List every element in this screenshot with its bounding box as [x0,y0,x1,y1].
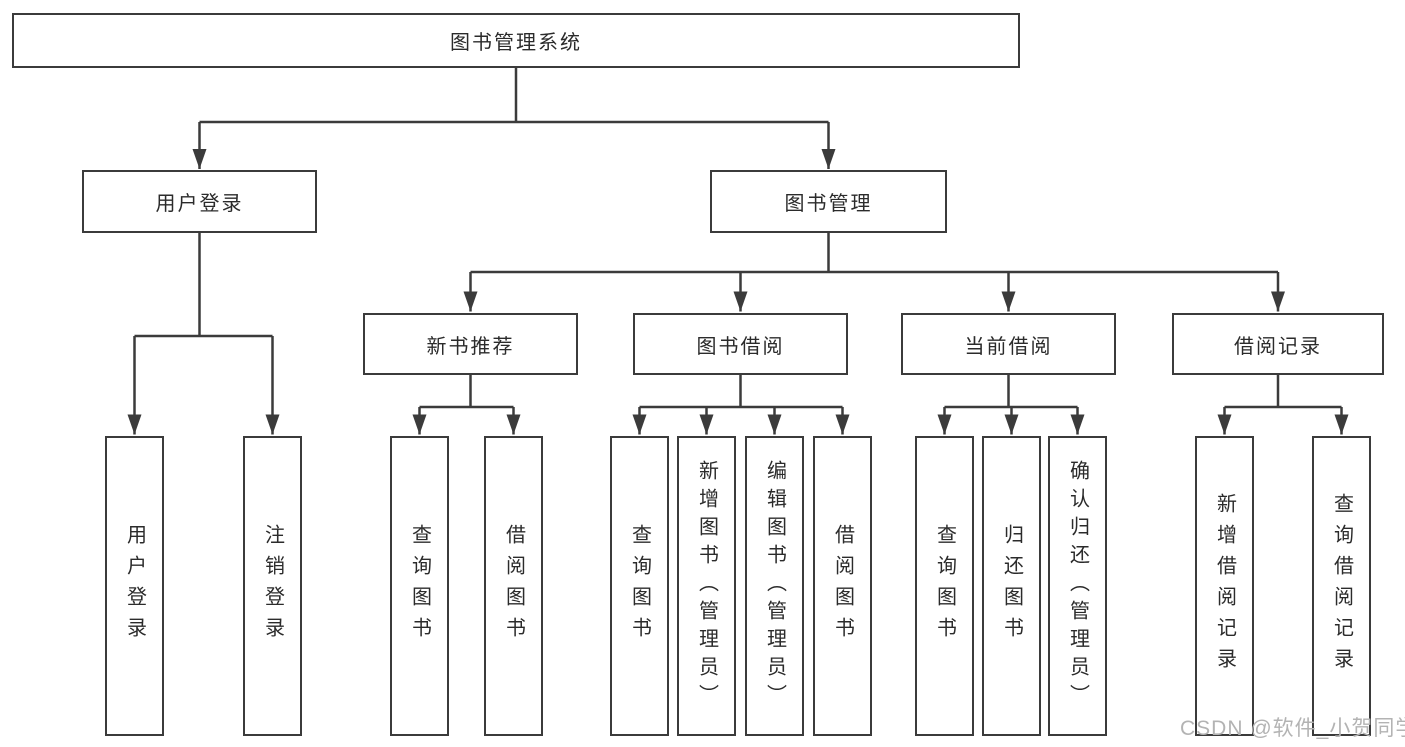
node-book-management: 图书管理 [710,170,947,233]
leaf-cb-confirm-return-admin: 确认归还（管理员） [1048,436,1107,736]
leaf-user-login: 用户登录 [105,436,164,736]
leaf-bb-borrow-books: 借阅图书 [813,436,872,736]
node-book-borrow: 图书借阅 [633,313,848,375]
leaf-bb-edit-books-admin: 编辑图书（管理员） [745,436,804,736]
leaf-br-add-record: 新增借阅记录 [1195,436,1254,736]
node-user-login: 用户登录 [82,170,317,233]
leaf-bb-add-books-admin: 新增图书（管理员） [677,436,736,736]
csdn-watermark: CSDN @软件_小贺同学 [1180,717,1405,740]
node-new-book-recommend: 新书推荐 [363,313,578,375]
leaf-logout: 注销登录 [243,436,302,736]
node-root: 图书管理系统 [12,13,1020,68]
leaf-nb-query-books: 查询图书 [390,436,449,736]
leaf-nb-borrow-books: 借阅图书 [484,436,543,736]
leaf-cb-return-books: 归还图书 [982,436,1041,736]
leaf-cb-query-books: 查询图书 [915,436,974,736]
node-borrow-records: 借阅记录 [1172,313,1384,375]
node-current-borrow: 当前借阅 [901,313,1116,375]
leaf-bb-query-books: 查询图书 [610,436,669,736]
leaf-br-query-record: 查询借阅记录 [1312,436,1371,736]
